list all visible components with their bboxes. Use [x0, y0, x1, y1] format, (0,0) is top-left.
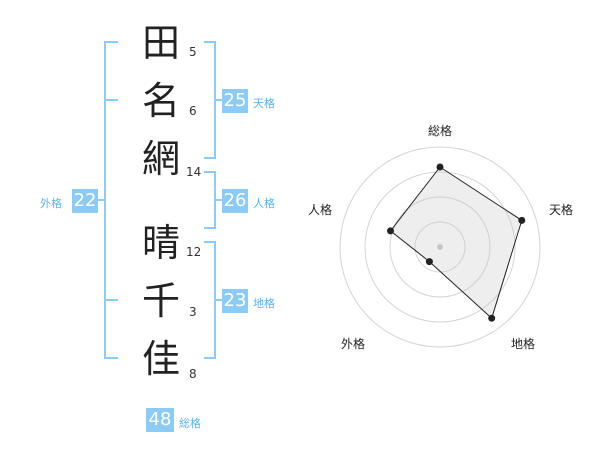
stroke-count-3: 14 — [186, 165, 202, 179]
stroke-count-5: 3 — [189, 305, 197, 319]
jinkaku-label: 人格 — [253, 197, 275, 210]
radar-ring — [364, 171, 516, 323]
stroke-count-1: 5 — [189, 45, 197, 59]
radar-point-1 — [436, 163, 444, 171]
radar-label-chikaku: 地格 — [511, 337, 536, 351]
radar-ring — [389, 196, 491, 298]
radar-ring — [414, 221, 466, 273]
radar-point-2 — [518, 216, 526, 224]
chikaku-badge: 23 — [222, 289, 248, 313]
stroke-count-4: 12 — [186, 245, 202, 259]
radar-center — [437, 244, 443, 250]
soukaku-label: 総格 — [179, 417, 201, 430]
name-char-1: 田 — [141, 21, 180, 65]
jinkaku-badge: 26 — [222, 189, 248, 213]
stroke-count-2: 6 — [189, 104, 197, 118]
gaikaku-badge: 22 — [72, 189, 98, 213]
radar-ring — [339, 146, 541, 348]
gaikaku-label: 外格 — [40, 197, 62, 210]
radar-point-3 — [488, 314, 496, 322]
stroke-count-6: 8 — [189, 367, 197, 381]
soukaku-badge: 48 — [146, 408, 174, 432]
chikaku-label: 地格 — [253, 297, 275, 310]
name-char-5: 千 — [141, 279, 180, 323]
name-char-3: 網 — [141, 137, 180, 181]
radar-label-jinkaku: 人格 — [308, 203, 333, 217]
radar-label-gaikaku: 外格 — [341, 337, 366, 351]
name-char-4: 晴 — [141, 221, 180, 265]
name-char-6: 佳 — [141, 337, 180, 381]
radar-label-tenkaku: 天格 — [549, 203, 574, 217]
name-char-2: 名 — [141, 79, 180, 123]
tenkaku-label: 天格 — [253, 97, 275, 110]
radar-series-polygon — [389, 166, 523, 320]
radar-point-4 — [425, 258, 433, 266]
radar-label-soukaku: 総格 — [428, 124, 453, 138]
tenkaku-badge: 25 — [222, 89, 248, 113]
radar-point-5 — [387, 227, 394, 235]
